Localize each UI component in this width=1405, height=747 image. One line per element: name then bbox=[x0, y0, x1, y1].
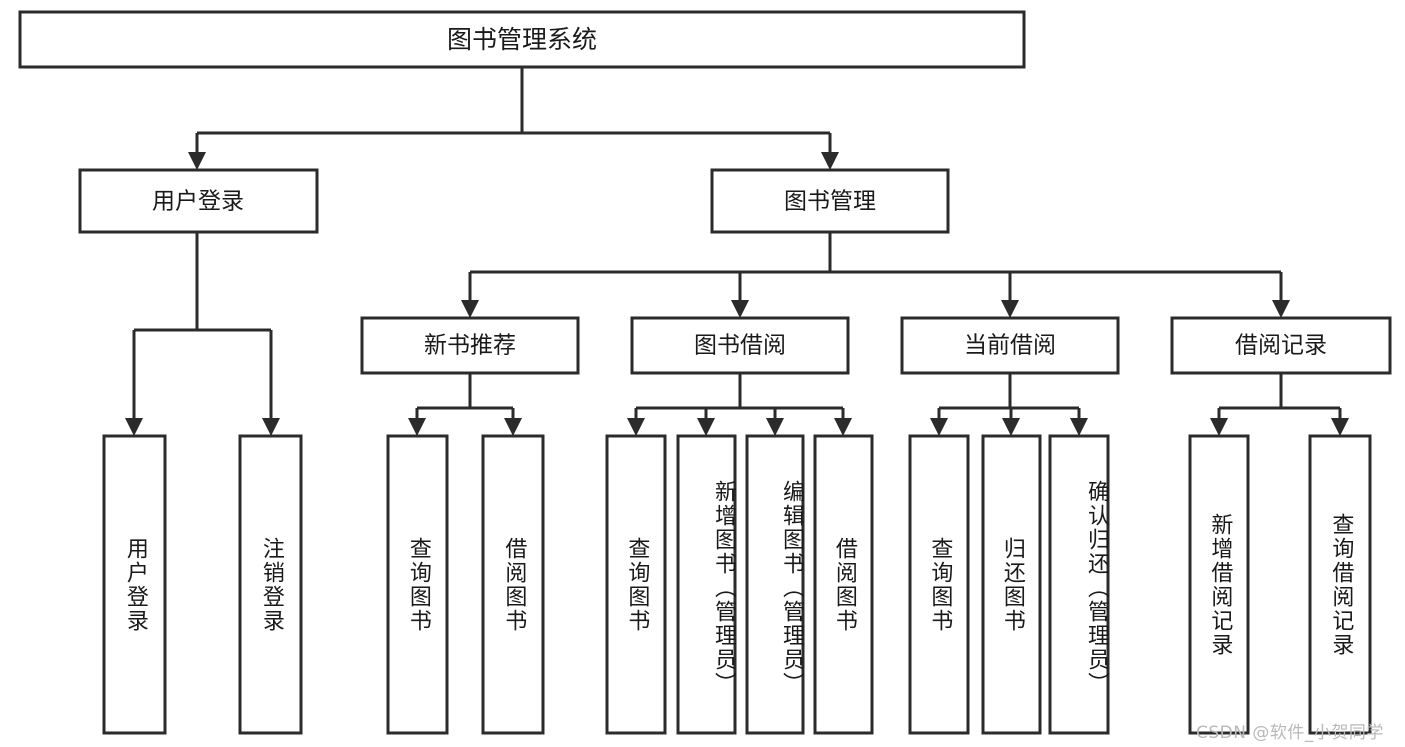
node-borrow-record-box[interactable] bbox=[1170, 316, 1392, 375]
node-new-book-recommend[interactable]: 新书推荐 bbox=[360, 316, 580, 375]
leaf-box-add-book-admin[interactable] bbox=[676, 434, 737, 735]
csdn-watermark: CSDN @软件_小贺同学 bbox=[1196, 723, 1384, 743]
node-book-management-label: 图书管理 bbox=[784, 189, 876, 215]
leaf-box-return-book[interactable] bbox=[981, 434, 1042, 735]
node-user-login[interactable]: 用户登录 bbox=[78, 168, 319, 234]
leaf-box-borrow-book[interactable] bbox=[813, 434, 874, 735]
node-user-login-label: 用户登录 bbox=[152, 189, 244, 215]
arrow-userlogin-l1 bbox=[125, 418, 143, 436]
node-root-system[interactable]: 图书管理系统 bbox=[18, 10, 1026, 69]
arrow-bookmgmt-c4 bbox=[1272, 300, 1290, 318]
node-current-borrow[interactable]: 当前借阅 bbox=[900, 316, 1120, 375]
node-book-borrow-box[interactable] bbox=[630, 316, 850, 375]
leaf-box-query-book-borrow[interactable] bbox=[605, 434, 667, 735]
node-current-borrow-label: 当前借阅 bbox=[964, 333, 1056, 359]
leaf-box-logout[interactable] bbox=[238, 434, 303, 735]
node-book-borrow-label: 图书借阅 bbox=[694, 333, 786, 359]
arrow-newbook-l2 bbox=[504, 418, 522, 436]
node-new-book-recommend-box[interactable] bbox=[360, 316, 580, 375]
arrow-borrow-l4 bbox=[834, 418, 852, 436]
node-root-system-box[interactable] bbox=[18, 10, 1026, 69]
arrow-borrow-l3 bbox=[766, 418, 784, 436]
node-book-management-box[interactable] bbox=[710, 168, 950, 234]
leaf-boxes-layer bbox=[102, 434, 1372, 735]
arrow-bookmgmt-c1 bbox=[461, 300, 479, 318]
leaf-box-query-borrow-record[interactable] bbox=[1308, 434, 1372, 735]
node-borrow-record[interactable]: 借阅记录 bbox=[1170, 316, 1392, 375]
arrow-record-l1 bbox=[1210, 418, 1228, 436]
node-book-borrow[interactable]: 图书借阅 bbox=[630, 316, 850, 375]
node-user-login-box[interactable] bbox=[78, 168, 319, 234]
leaf-box-user-login[interactable] bbox=[102, 434, 167, 735]
arrow-root-to-user-login bbox=[188, 152, 206, 170]
arrow-borrow-l2 bbox=[697, 418, 715, 436]
arrow-newbook-l1 bbox=[408, 418, 426, 436]
arrow-record-l2 bbox=[1331, 418, 1349, 436]
node-book-management[interactable]: 图书管理 bbox=[710, 168, 950, 234]
arrow-bookmgmt-c3 bbox=[1001, 300, 1019, 318]
node-current-borrow-box[interactable] bbox=[900, 316, 1120, 375]
node-borrow-record-label: 借阅记录 bbox=[1235, 333, 1327, 359]
leaf-box-confirm-return-admin[interactable] bbox=[1048, 434, 1110, 735]
leaf-box-edit-book-admin[interactable] bbox=[745, 434, 805, 735]
arrow-current-l2 bbox=[1002, 418, 1020, 436]
arrow-current-l3 bbox=[1070, 418, 1088, 436]
node-root-system-label: 图书管理系统 bbox=[447, 25, 597, 54]
arrow-current-l1 bbox=[930, 418, 948, 436]
leaf-box-borrow-book-newbook[interactable] bbox=[481, 434, 545, 735]
leaf-box-add-borrow-record[interactable] bbox=[1188, 434, 1250, 735]
leaf-box-query-book-newbook[interactable] bbox=[386, 434, 449, 735]
arrow-borrow-l1 bbox=[627, 418, 645, 436]
arrow-userlogin-l2 bbox=[262, 418, 280, 436]
node-new-book-recommend-label: 新书推荐 bbox=[424, 333, 516, 359]
arrow-root-to-book-mgmt bbox=[821, 152, 839, 170]
connectors-layer bbox=[125, 67, 1349, 436]
arrow-bookmgmt-c2 bbox=[731, 300, 749, 318]
leaf-box-query-book-current[interactable] bbox=[908, 434, 970, 735]
